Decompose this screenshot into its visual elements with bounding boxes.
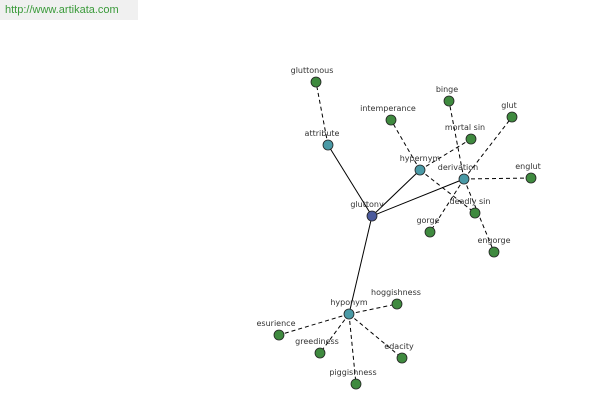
node-circle-intemperance[interactable] <box>385 114 397 126</box>
node-greediness[interactable]: greediness <box>295 337 339 359</box>
node-circle-gluttonous[interactable] <box>310 76 322 88</box>
node-label-gluttony: gluttony <box>350 200 384 209</box>
node-circle-gorge[interactable] <box>424 226 436 238</box>
edge-gluttony-hyponym <box>348 215 373 315</box>
node-gluttonous[interactable]: gluttonous <box>291 66 334 88</box>
node-label-gluttonous: gluttonous <box>291 66 334 75</box>
node-label-engorge: engorge <box>477 236 510 245</box>
node-hyponym[interactable]: hyponym <box>330 298 368 320</box>
node-label-binge: binge <box>436 85 458 94</box>
edge-hyponym-esurience <box>278 313 350 336</box>
node-hypernym[interactable]: hypernym <box>400 154 441 176</box>
node-piggishness[interactable]: piggishness <box>329 368 377 390</box>
node-edacity[interactable]: edacity <box>384 342 414 364</box>
node-intemperance[interactable]: intemperance <box>360 104 416 126</box>
node-label-derivation: derivation <box>438 163 478 172</box>
edge-hypernym-intemperance <box>390 119 421 171</box>
node-label-glut: glut <box>501 101 517 110</box>
node-label-piggishness: piggishness <box>329 368 376 377</box>
node-circle-attribute[interactable] <box>322 139 334 151</box>
node-label-esurience: esurience <box>257 319 296 328</box>
node-gorge[interactable]: gorge <box>416 216 440 238</box>
node-circle-glut[interactable] <box>506 111 518 123</box>
edge-hyponym-piggishness <box>348 313 357 385</box>
edge-gluttony-derivation <box>371 178 465 217</box>
node-label-deadly_sin: deadly sin <box>450 197 491 206</box>
node-engorge[interactable]: engorge <box>477 236 511 258</box>
node-circle-greediness[interactable] <box>314 347 326 359</box>
node-circle-gluttony[interactable] <box>366 210 378 222</box>
node-label-hypernym: hypernym <box>400 154 441 163</box>
node-esurience[interactable]: esurience <box>257 319 296 341</box>
node-circle-deadly_sin[interactable] <box>469 207 481 219</box>
node-circle-derivation[interactable] <box>458 173 470 185</box>
node-gluttony[interactable]: gluttony <box>350 200 384 222</box>
url-bar: http://www.artikata.com <box>0 0 138 20</box>
edge-derivation-glut <box>463 116 513 180</box>
node-label-gorge: gorge <box>416 216 439 225</box>
node-label-attribute: attribute <box>305 129 340 138</box>
node-circle-piggishness[interactable] <box>350 378 362 390</box>
edge-hyponym-greediness <box>319 313 350 354</box>
node-label-mortal_sin: mortal sin <box>445 123 485 132</box>
node-circle-binge[interactable] <box>443 95 455 107</box>
node-circle-edacity[interactable] <box>396 352 408 364</box>
node-binge[interactable]: binge <box>436 85 458 107</box>
edge-hyponym-edacity <box>348 313 403 359</box>
node-deadly_sin[interactable]: deadly sin <box>450 197 491 219</box>
node-derivation[interactable]: derivation <box>438 163 478 185</box>
edge-derivation-binge <box>448 100 465 180</box>
edge-hypernym-mortal_sin <box>419 138 472 171</box>
node-label-hoggishness: hoggishness <box>371 288 421 297</box>
graph-edges <box>278 81 532 385</box>
node-label-edacity: edacity <box>384 342 414 351</box>
node-label-englut: englut <box>515 162 541 171</box>
edge-derivation-englut <box>463 177 532 180</box>
edge-attribute-gluttonous <box>315 81 329 146</box>
node-circle-hypernym[interactable] <box>414 164 426 176</box>
node-englut[interactable]: englut <box>515 162 541 184</box>
edge-derivation-gorge <box>429 178 465 233</box>
edge-derivation-engorge <box>463 178 495 253</box>
node-label-greediness: greediness <box>295 337 339 346</box>
node-attribute[interactable]: attribute <box>305 129 340 151</box>
node-hoggishness[interactable]: hoggishness <box>371 288 421 310</box>
node-circle-engorge[interactable] <box>488 246 500 258</box>
site-url-link[interactable]: http://www.artikata.com <box>5 4 119 16</box>
node-label-hyponym: hyponym <box>330 298 368 307</box>
edge-gluttony-attribute <box>327 144 373 217</box>
edge-gluttony-hypernym <box>371 169 421 217</box>
edge-hypernym-deadly_sin <box>419 169 476 214</box>
edge-hyponym-hoggishness <box>348 303 398 315</box>
node-circle-mortal_sin[interactable] <box>465 133 477 145</box>
node-circle-englut[interactable] <box>525 172 537 184</box>
node-circle-hyponym[interactable] <box>343 308 355 320</box>
node-label-intemperance: intemperance <box>360 104 416 113</box>
node-glut[interactable]: glut <box>501 101 518 123</box>
node-mortal_sin[interactable]: mortal sin <box>445 123 485 145</box>
node-circle-hoggishness[interactable] <box>391 298 403 310</box>
node-circle-esurience[interactable] <box>273 329 285 341</box>
